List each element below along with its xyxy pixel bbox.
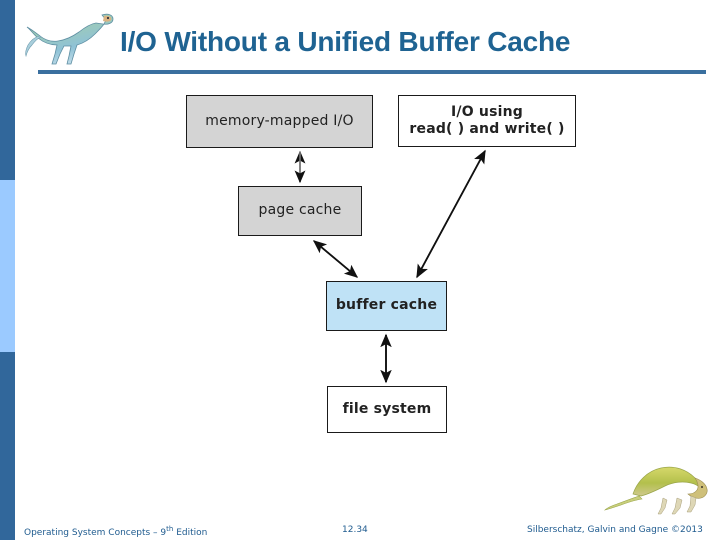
footer-edition-label: Operating System Concepts – 9th Edition bbox=[24, 525, 207, 538]
arrow-page-cache-buffer-cache bbox=[312, 240, 359, 278]
footer-edition-tail: Edition bbox=[173, 528, 208, 538]
node-label-line2: read( ) and write( ) bbox=[409, 121, 565, 137]
page-title: I/O Without a Unified Buffer Cache bbox=[120, 26, 571, 57]
diagram-node-io-using-read-write: I/O using read( ) and write( ) bbox=[398, 95, 576, 147]
node-label-line1: I/O using bbox=[451, 103, 523, 120]
node-label: memory-mapped I/O bbox=[205, 112, 354, 129]
footer-copyright: Silberschatz, Galvin and Gagne ©2013 bbox=[527, 525, 703, 535]
diagram-node-buffer-cache: buffer cache bbox=[326, 281, 447, 331]
node-label: page cache bbox=[258, 202, 342, 219]
dimetrodon-logo-icon bbox=[604, 466, 708, 515]
dinosaur-logo-icon bbox=[25, 13, 114, 65]
diagram-node-page-cache: page cache bbox=[238, 186, 362, 236]
footer-edition-sup: th bbox=[166, 525, 174, 533]
sidebar-band-bottom bbox=[0, 352, 15, 540]
title-underline bbox=[38, 70, 706, 74]
slide-number: 12.34 bbox=[342, 525, 368, 535]
diagram-node-file-system: file system bbox=[327, 386, 447, 433]
footer-edition-text: Operating System Concepts – 9 bbox=[24, 528, 167, 538]
node-label: buffer cache bbox=[335, 297, 438, 314]
node-label: I/O using read( ) and write( ) bbox=[409, 104, 564, 139]
arrow-read-write-buffer-cache bbox=[416, 149, 486, 279]
diagram-node-memory-mapped-io: memory-mapped I/O bbox=[186, 95, 373, 148]
node-label: file system bbox=[342, 400, 432, 417]
sidebar-band-middle bbox=[0, 180, 15, 352]
sidebar-band-top bbox=[0, 0, 15, 180]
